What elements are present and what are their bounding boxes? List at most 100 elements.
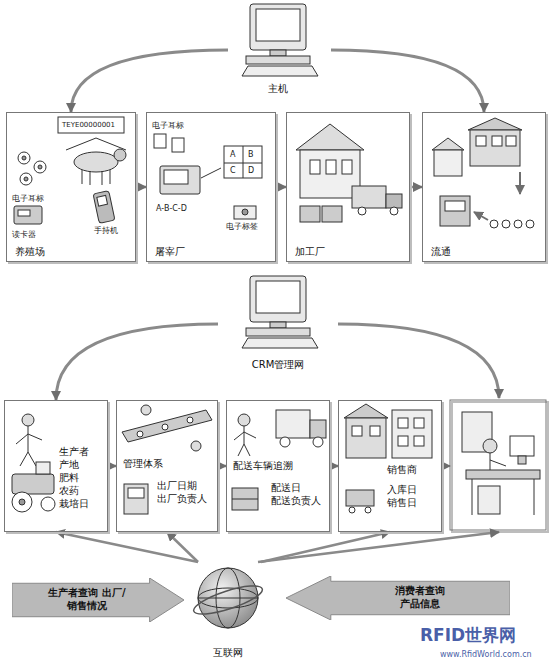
drawing-part — [18, 210, 30, 216]
delivery-illustration — [232, 410, 326, 510]
drawing-part — [398, 418, 408, 428]
part-label: A-B-C-D — [156, 204, 187, 213]
drawing-part — [74, 152, 118, 172]
globe-node: 互联网 — [190, 562, 269, 664]
drawing-part — [41, 497, 55, 511]
drawing-part — [164, 170, 188, 184]
drawing-part — [198, 568, 258, 628]
producer-illustration — [12, 414, 55, 512]
drawing-part — [474, 212, 488, 220]
drawing-part — [296, 124, 364, 150]
drawing-part — [12, 474, 54, 494]
drawing-part — [506, 136, 516, 146]
drawing-part — [370, 426, 380, 436]
globe-icon — [191, 568, 265, 628]
drawing-part — [110, 170, 111, 184]
drawing-part — [250, 4, 306, 50]
drawing-part — [242, 209, 248, 215]
drawing-part — [238, 414, 250, 426]
drawing-part — [414, 436, 424, 446]
node-text: CRM管理网 — [218, 358, 338, 371]
drawing-part — [526, 220, 534, 228]
drawing-part — [276, 410, 310, 438]
drawing-part — [191, 580, 265, 619]
drawing-part — [66, 138, 126, 150]
node-text: 管理体系 — [123, 457, 183, 470]
node-text: 加工厂 — [295, 245, 375, 258]
table-cell: B — [248, 150, 254, 159]
drawing-part — [243, 146, 244, 178]
computer-node: CRM管理网 — [218, 272, 341, 376]
drawing-part — [18, 152, 30, 164]
plant-illustration — [296, 124, 402, 222]
drawing-part — [187, 417, 193, 423]
drawing-part — [250, 276, 306, 322]
band-arrow — [12, 578, 184, 622]
drawing-part — [128, 488, 144, 498]
drawing-part — [346, 490, 374, 506]
node-text: 配送日 配送负责人 — [271, 481, 327, 507]
drawing-part — [386, 194, 402, 208]
drawing-part — [97, 195, 108, 206]
drawing-part — [12, 492, 32, 512]
watermark: www.RfidWorld.com.cn — [440, 650, 532, 659]
part-label: 电子标签 — [226, 222, 258, 231]
drawing-part — [349, 507, 355, 513]
drawing-part — [470, 130, 520, 166]
drawing-part — [82, 170, 83, 184]
stage-box: 加工厂 — [286, 112, 410, 262]
node-text: 养殖场 — [15, 245, 95, 258]
drawing-part — [300, 206, 320, 222]
circulation-illustration — [432, 118, 534, 228]
connector-arrow — [410, 186, 422, 189]
drawing-part — [246, 328, 310, 336]
drawing-part — [398, 436, 408, 446]
drawing-part — [124, 484, 148, 514]
drawing-part — [246, 56, 310, 64]
drawing-part — [16, 426, 42, 466]
table-cell: D — [248, 166, 254, 175]
drawing-part — [492, 136, 502, 146]
drawing-part — [20, 173, 32, 185]
arrow-to-consumer — [258, 532, 499, 562]
drawing-part — [224, 163, 262, 164]
query-arrow-band: 生产者查询 出厂/销售情况 — [12, 578, 184, 622]
drawing-part — [510, 436, 534, 456]
drawing-part — [154, 134, 166, 148]
part-label: 电子耳标 — [12, 194, 44, 203]
part-label: 读卡器 — [12, 230, 36, 239]
drawing-part — [34, 161, 46, 173]
drawing-part — [472, 479, 473, 515]
drawing-part — [466, 470, 540, 479]
info-box: 配送车辆追溯配送日 配送负责人 — [226, 400, 330, 532]
slaughterhouse-illustration — [154, 134, 262, 219]
drawing-part — [201, 168, 221, 178]
table-cell: A — [230, 150, 235, 159]
connector-arrow — [330, 465, 338, 468]
drawing-part — [242, 66, 318, 76]
drawing-part — [468, 118, 522, 130]
drawing-part — [514, 220, 522, 228]
connector-arrow — [56, 532, 198, 562]
drawing-part — [24, 177, 28, 181]
drawing-part — [232, 488, 258, 510]
node-text: 销售商 — [387, 463, 427, 476]
retail-illustration — [344, 404, 432, 513]
connector-arrow — [71, 50, 228, 112]
drawing-part — [452, 402, 548, 532]
computer-icon — [242, 276, 318, 348]
drawing-part — [160, 166, 200, 194]
drawing-part — [137, 431, 143, 437]
drawing-part — [483, 439, 497, 453]
drawing-part — [38, 165, 42, 169]
drawing-part — [36, 462, 50, 474]
drawing-part — [172, 138, 184, 152]
node-text: 出厂日期 出厂负责人 — [157, 479, 213, 505]
info-box: 管理体系出厂日期 出厂负责人 — [116, 400, 218, 532]
drawing-part — [270, 50, 286, 56]
node-text: 生产者查询 出厂/销售情况 — [47, 586, 127, 612]
table-cell: C — [230, 166, 236, 175]
connector-arrow — [56, 324, 218, 400]
drawing-part — [141, 405, 151, 415]
